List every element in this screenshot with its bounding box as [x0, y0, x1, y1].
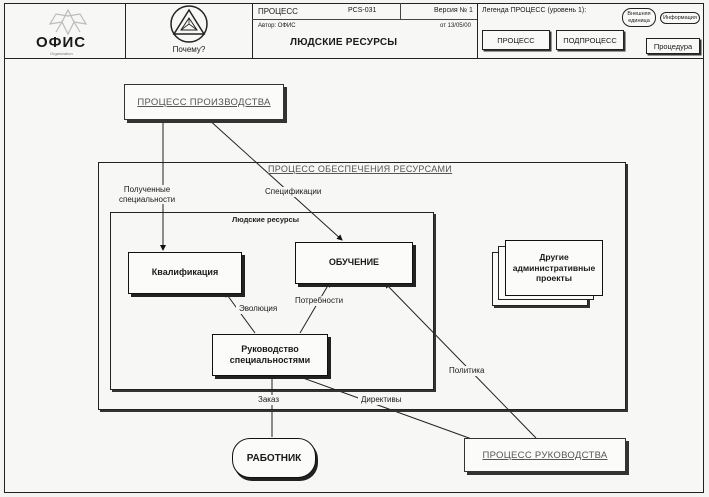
box-specialty-management-line2: специальностями	[229, 355, 311, 365]
legend-info[interactable]: Информация	[660, 12, 700, 24]
flow-needs-label: Потребности	[292, 296, 347, 306]
ext-production-label: ПРОЦЕСС ПРОИЗВОДСТВА	[137, 96, 271, 108]
box-qualification[interactable]: Квалификация	[128, 252, 242, 294]
legend-ext-unit-label: Внешняя единица	[627, 11, 651, 24]
doc-version: Версия № 1	[434, 7, 473, 14]
box-qualification-label: Квалификация	[151, 267, 219, 278]
worker-entity[interactable]: РАБОТНИК	[232, 438, 316, 478]
ext-management-process[interactable]: ПРОЦЕСС РУКОВОДСТВА	[464, 438, 626, 472]
legend-process-button[interactable]: ПРОЦЕСС	[482, 30, 550, 50]
flow-directives-label: Директивы	[358, 395, 405, 405]
header-sep-3	[477, 3, 478, 58]
header-code-sep	[400, 3, 401, 19]
flow-policy-label: Политика	[446, 366, 488, 376]
box-other-projects[interactable]: Другие административные проекты	[505, 240, 603, 296]
region-resources-label: ПРОЦЕСС ОБЕСПЕЧЕНИЯ РЕСУРСАМИ	[268, 164, 453, 174]
box-specialty-management[interactable]: Руководство специальностями	[212, 334, 328, 376]
legend-info-label: Информация	[663, 15, 697, 21]
worker-label: РАБОТНИК	[246, 452, 302, 464]
region-human-resources-label: Людские ресурсы	[232, 215, 300, 224]
header-sep-1	[125, 3, 126, 58]
logo-text: ОФИС	[36, 34, 87, 51]
header-row-line	[252, 19, 477, 20]
ext-management-label: ПРОЦЕСС РУКОВОДСТВА	[482, 449, 608, 461]
doc-author: Автор: ОФИС	[258, 23, 296, 29]
page-title: ЛЮДСКИЕ РЕСУРСЫ	[290, 37, 398, 48]
flow-received-label: Полученные специальности	[116, 185, 179, 205]
flow-order-label: Заказ	[255, 395, 282, 405]
ext-production-process[interactable]: ПРОЦЕСС ПРОИЗВОДСТВА	[124, 84, 284, 120]
flow-specifications-label: Спецификации	[262, 187, 325, 197]
legend-title: Легенда ПРОЦЕСС (уровень 1):	[482, 7, 587, 14]
logo-mark-icon	[48, 8, 88, 36]
logo: ОФИС Organization	[28, 8, 108, 56]
box-other-projects-line1: Другие	[539, 252, 569, 263]
header-sep-2	[252, 3, 253, 58]
legend-procedure-button[interactable]: Процедура	[646, 38, 700, 54]
box-specialty-management-line1: Руководство	[241, 343, 299, 354]
header-divider	[4, 58, 704, 59]
box-other-projects-line3: проекты	[536, 273, 572, 284]
region-resources	[98, 162, 626, 410]
region-human-resources	[110, 212, 434, 390]
logo-subtext: Organization	[50, 51, 73, 56]
flow-received-line1: Полученные	[123, 185, 171, 194]
legend-ext-unit[interactable]: Внешняя единица	[622, 8, 656, 27]
doc-type: ПРОЦЕСС	[258, 7, 298, 16]
doc-date: от 13/05/00	[440, 23, 471, 29]
why-triangle-icon	[170, 5, 208, 43]
doc-code: PCS-031	[348, 7, 377, 14]
flow-received-line2: специальности	[119, 194, 176, 204]
box-training[interactable]: ОБУЧЕНИЕ	[295, 242, 413, 284]
why-label: Почему?	[172, 45, 206, 54]
flow-evolution-label: Эволюция	[236, 304, 281, 314]
why-section[interactable]: Почему?	[126, 4, 252, 58]
box-training-label: ОБУЧЕНИЕ	[328, 257, 380, 268]
box-other-projects-line2: административные	[512, 262, 596, 273]
legend-subprocess-button[interactable]: ПОДПРОЦЕСС	[556, 30, 624, 50]
